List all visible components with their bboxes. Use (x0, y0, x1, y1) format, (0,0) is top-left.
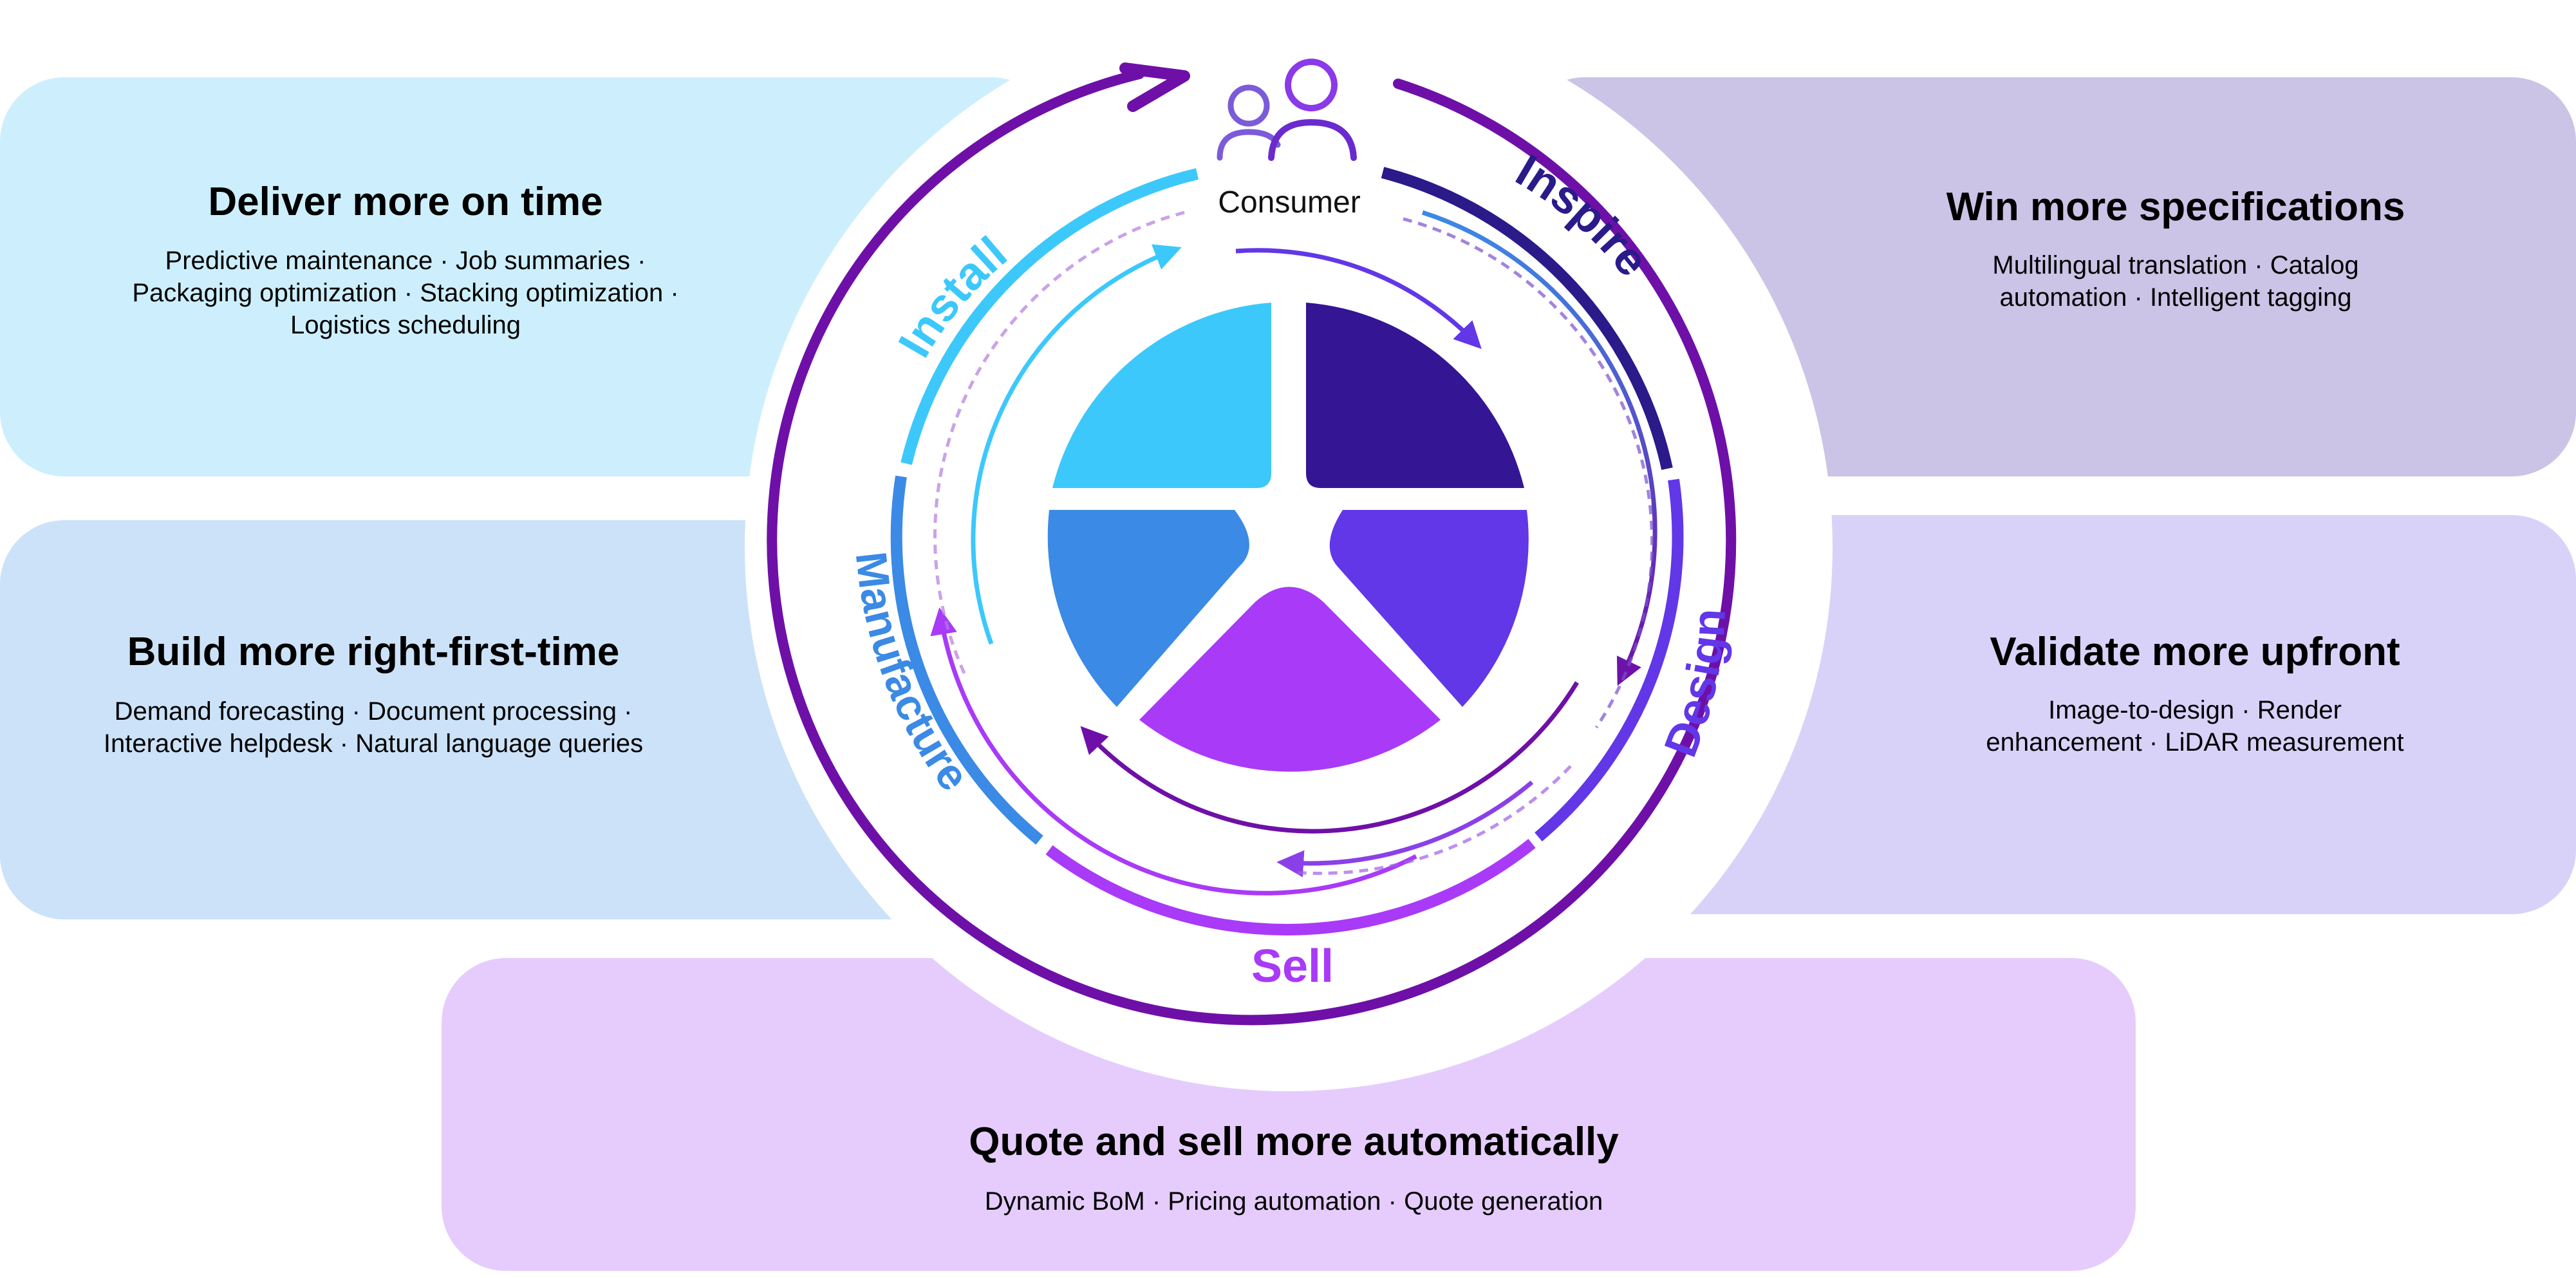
panel-title-validate: Validate more upfront (1990, 630, 2400, 674)
stage-arc-inspire (1381, 167, 1673, 470)
feature-line: Predictive maintenance · Job summaries · (165, 247, 646, 275)
cycle-arrow (971, 244, 1182, 645)
cycle-arrow (1235, 248, 1482, 350)
dashed-ring (1403, 217, 1654, 729)
cycle-arrow (930, 607, 1417, 896)
panel-items-validate: Image-to-design · Render enhancement · L… (1873, 694, 2517, 758)
outer-ring (767, 69, 1737, 1026)
panel-title-win: Win more specifications (1946, 185, 2405, 229)
cycle-arrow (1276, 780, 1534, 878)
panel-items-quote: Dynamic BoM · Pricing automation · Quote… (779, 1185, 1809, 1217)
pie-slice-sell (1139, 587, 1441, 772)
feature-line: Image-to-design · Render (2048, 696, 2342, 724)
stage-arc-sell (1045, 838, 1536, 935)
dashed-ring (1293, 765, 1572, 875)
pie-slice-inspire (1306, 303, 1524, 488)
panel-title-deliver: Deliver more on time (208, 180, 603, 224)
feature-line: Packaging optimization · Stacking optimi… (132, 279, 679, 307)
cycle-arrow (1421, 210, 1657, 686)
stage-arc-manufacture (890, 475, 1043, 845)
hub-label: Consumer (1218, 185, 1360, 220)
panel-items-deliver: Predictive maintenance · Job summaries ·… (26, 245, 785, 341)
stage-label-sell: Sell (1251, 941, 1334, 992)
feature-line: enhancement · LiDAR measurement (1986, 728, 2404, 756)
people-icon (1217, 59, 1357, 161)
cycle-arrow (1080, 681, 1579, 834)
feature-line: Demand forecasting · Document processing… (114, 697, 633, 726)
feature-line: Interactive helpdesk · Natural language … (103, 729, 644, 758)
stage-arc-install (901, 168, 1199, 465)
panel-items-win: Multilingual translation · Catalog autom… (1854, 249, 2497, 314)
pie-slice-install (1052, 303, 1271, 488)
stage-arc-design (1535, 478, 1684, 841)
feature-line: Dynamic BoM · Pricing automation · Quote… (984, 1187, 1603, 1216)
feature-line: Multilingual translation · Catalog (1992, 251, 2359, 279)
pie-slice-manufacture (1047, 510, 1249, 707)
panel-title-build: Build more right-first-time (127, 630, 620, 674)
dashed-ring (933, 211, 1185, 677)
feature-line: automation · Intelligent tagging (1999, 283, 2352, 312)
pie-slice-design (1329, 510, 1529, 707)
outer-ring-arrowhead (1119, 62, 1190, 112)
panel-title-quote: Quote and sell more automatically (969, 1120, 1619, 1164)
feature-line: Logistics scheduling (290, 311, 521, 339)
panel-items-build: Demand forecasting · Document processing… (26, 695, 721, 760)
